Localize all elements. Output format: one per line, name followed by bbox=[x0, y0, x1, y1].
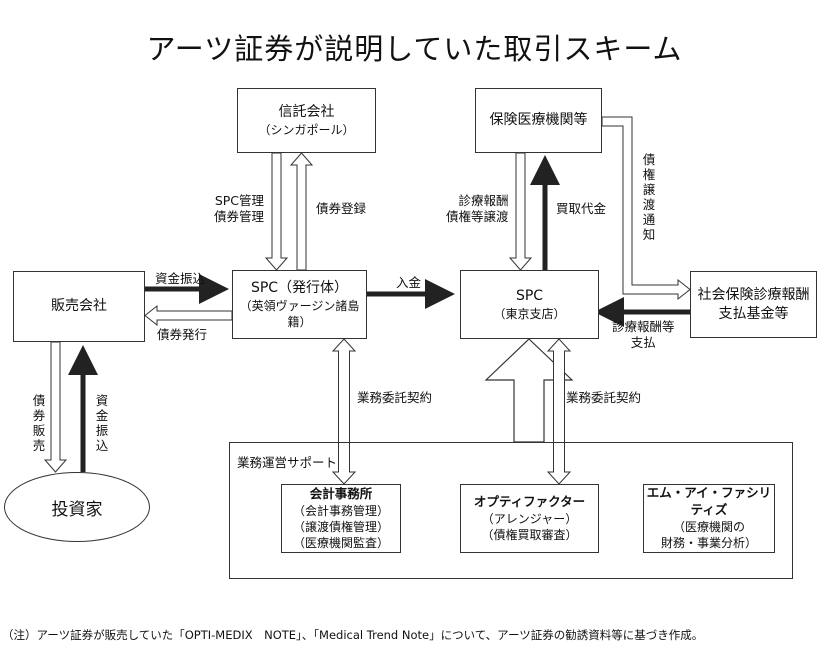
accounting-firm-role2: （譲渡債権管理） bbox=[292, 519, 389, 534]
hollow-arrow-fee-transfer bbox=[508, 152, 533, 271]
support-group-box: 業務運営サポート bbox=[229, 442, 793, 579]
label-business-contract-1: 業務委託契約 bbox=[357, 390, 433, 405]
label-spc-mgmt: SPC管理 債券管理 bbox=[214, 193, 264, 226]
spc-issuer-name: SPC（発行体） bbox=[250, 279, 349, 296]
sales-company-name: 販売会社 bbox=[51, 298, 107, 315]
optifactor-role1: （アレンジャー） bbox=[481, 511, 578, 526]
spc-tokyo-name: SPC bbox=[515, 287, 544, 304]
label-spc-mgmt-line2: 債券管理 bbox=[214, 209, 265, 225]
optifactor-box: オプティファクター （アレンジャー） （債権買取審査） bbox=[460, 484, 599, 553]
hollow-arrow-bond-sales bbox=[43, 341, 68, 473]
label-purchase-price: 買取代金 bbox=[556, 201, 607, 216]
optifactor-role2: （債権買取審査） bbox=[481, 527, 578, 542]
spc-issuer-box: SPC（発行体） （英領ヴァージン諸島籍） bbox=[232, 270, 367, 339]
label-bond-reg: 債券登録 bbox=[316, 201, 367, 216]
label-bond-issue: 債券発行 bbox=[157, 327, 208, 342]
label-fee-transfer-line1: 診療報酬 bbox=[458, 193, 509, 208]
label-fund-transfer-top: 資金振込 bbox=[155, 271, 206, 286]
fund-line1: 社会保険診療報酬 bbox=[697, 286, 810, 303]
spc-tokyo-location: （東京支店） bbox=[493, 306, 566, 321]
sales-company-box: 販売会社 bbox=[13, 271, 145, 342]
fund-box: 社会保険診療報酬 支払基金等 bbox=[690, 271, 817, 338]
insurance-medical-name: 保険医療機関等 bbox=[489, 112, 588, 129]
label-business-contract-2: 業務委託契約 bbox=[566, 390, 642, 405]
spc-issuer-location: （英領ヴァージン諸島籍） bbox=[239, 298, 360, 329]
accounting-firm-name: 会計事務所 bbox=[309, 485, 373, 501]
label-fund-transfer-vertical: 資金振込 bbox=[95, 393, 109, 453]
hollow-arrow-spc-mgmt bbox=[264, 152, 289, 271]
trust-company-name: 信託会社 bbox=[278, 103, 335, 120]
facilities-role1: （医療機関の bbox=[672, 520, 745, 535]
facilities-box: エム・アイ・ファシリティズ （医療機関の 財務・事業分析） bbox=[643, 484, 775, 553]
page-title: アーツ証券が説明していた取引スキーム bbox=[146, 32, 683, 66]
spc-tokyo-box: SPC （東京支店） bbox=[460, 270, 599, 339]
accounting-firm-role1: （会計事務管理） bbox=[292, 503, 389, 518]
trust-company-location: （シンガポール） bbox=[258, 122, 355, 137]
label-fee-payment: 診療報酬等 支払 bbox=[612, 319, 675, 352]
accounting-firm-box: 会計事務所 （会計事務管理） （譲渡債権管理） （医療機関監査） bbox=[281, 484, 401, 553]
label-fee-payment-line2: 支払 bbox=[630, 335, 656, 351]
hollow-arrow-bond-reg bbox=[289, 152, 314, 271]
investor-name: 投資家 bbox=[51, 499, 103, 520]
label-fee-payment-line1: 診療報酬等 bbox=[612, 319, 675, 334]
facilities-role2: 財務・事業分析） bbox=[660, 536, 757, 551]
facilities-name: エム・アイ・ファシリティズ bbox=[646, 485, 772, 518]
label-spc-mgmt-line1: SPC管理 bbox=[214, 193, 265, 208]
label-fee-transfer: 診療報酬 債権等譲渡 bbox=[446, 193, 509, 226]
insurance-medical-box: 保険医療機関等 bbox=[475, 88, 602, 153]
hollow-arrow-notice bbox=[601, 116, 691, 301]
trust-company-box: 信託会社 （シンガポール） bbox=[237, 88, 376, 153]
hollow-arrow-bond-issue bbox=[144, 304, 233, 327]
label-fee-transfer-line2: 債権等譲渡 bbox=[446, 209, 509, 225]
label-notice-vertical: 債権譲渡通知 bbox=[642, 152, 656, 242]
footnote: （注）アーツ証券が販売していた「OPTI-MEDIX NOTE」、「Medica… bbox=[2, 628, 704, 642]
accounting-firm-role3: （医療機関監査） bbox=[292, 536, 389, 551]
optifactor-name: オプティファクター bbox=[473, 493, 586, 509]
support-group-label: 業務運営サポート bbox=[237, 455, 338, 470]
investor-ellipse: 投資家 bbox=[4, 472, 150, 542]
fund-line2: 支払基金等 bbox=[718, 305, 789, 322]
label-deposit: 入金 bbox=[396, 275, 422, 290]
label-bond-sales-vertical: 債券販売 bbox=[32, 393, 46, 453]
